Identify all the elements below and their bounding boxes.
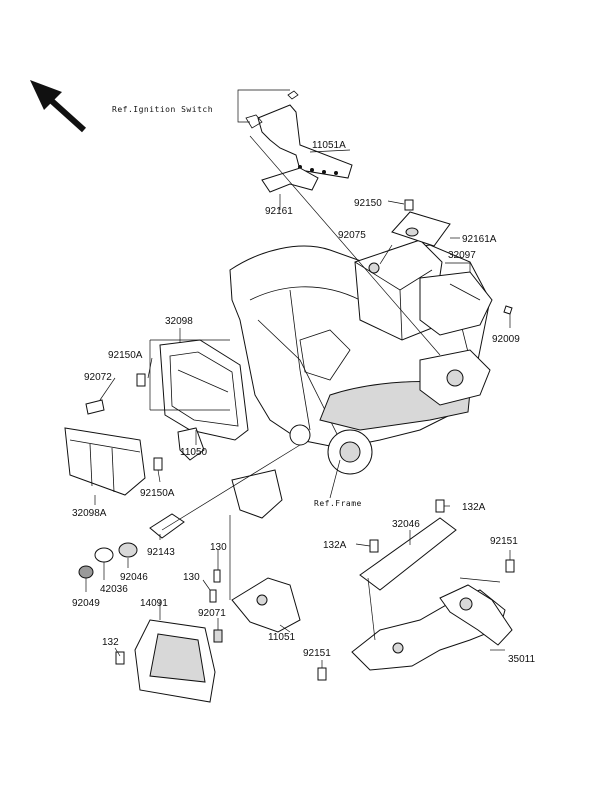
part-label-35011: 35011: [508, 654, 536, 665]
part-label-92150-top: 92150: [354, 198, 382, 209]
part-label-92151-right: 92151: [490, 536, 518, 547]
part-label-132: 132: [102, 637, 119, 648]
clip-92072: [85, 399, 105, 415]
bolt-92150-top: [404, 199, 414, 211]
footrest-bracket-11051: [231, 469, 301, 633]
license-plate-bracket-14091: [134, 619, 216, 703]
part-label-32097: 32097: [448, 250, 476, 261]
sleeve-42036: [94, 547, 114, 563]
collar-92143: [149, 513, 185, 539]
bolt-92150A-bottom: [153, 457, 163, 471]
part-label-132A-left: 132A: [323, 540, 347, 551]
part-label-92072: 92072: [84, 372, 112, 383]
part-label-92143: 92143: [147, 547, 175, 558]
part-label-92150A-bottom: 92150A: [140, 488, 175, 499]
nut-92049: [78, 565, 94, 579]
part-label-130-b: 130: [183, 572, 200, 583]
bracket-plate-92161: [261, 167, 319, 193]
ignition-switch-bracket: [245, 90, 353, 179]
part-label-11051: 11051: [268, 632, 296, 643]
bolt-92151-right: [505, 559, 515, 573]
screw-92009: [503, 305, 513, 315]
bolt-130-a: [213, 569, 221, 583]
front-direction-arrow-icon: [30, 80, 87, 133]
part-label-92071: 92071: [198, 608, 226, 619]
part-label-32098: 32098: [165, 316, 193, 327]
grommet-92075: [368, 262, 380, 274]
plate-92161A: [391, 211, 451, 247]
bracket-11050: [177, 427, 205, 461]
part-label-92151-bottom: 92151: [303, 648, 331, 659]
part-label-130-a: 130: [210, 542, 227, 553]
part-label-32098A: 32098A: [72, 508, 107, 519]
part-label-92075: 92075: [338, 230, 366, 241]
spacer-92046: [118, 542, 138, 558]
part-label-92150A-top: 92150A: [108, 350, 143, 361]
bolt-132A-top: [435, 499, 445, 513]
cover-32098A: [64, 427, 146, 496]
part-label-32046: 32046: [392, 519, 420, 530]
part-number-labels: Ref.Ignition Switch Ref.Frame 11051A 921…: [72, 105, 536, 665]
part-label-92161A: 92161A: [462, 234, 497, 245]
stay-32046: [359, 517, 457, 591]
part-label-132A-top: 132A: [462, 502, 486, 513]
bolt-132: [115, 651, 125, 665]
bolt-130-b: [209, 589, 217, 603]
side-cover-32098: [159, 339, 249, 441]
bolt-132A-left: [369, 539, 379, 553]
part-label-92049: 92049: [72, 598, 100, 609]
part-label-11050: 11050: [180, 447, 208, 458]
part-label-14091: 14091: [140, 598, 168, 609]
part-label-42036: 42036: [100, 584, 128, 595]
leader-lines: [85, 89, 511, 668]
bolt-92151-bottom: [317, 667, 327, 681]
ref-frame-label: Ref.Frame: [314, 499, 362, 508]
part-label-92161: 92161: [265, 206, 293, 217]
bracket-35011: [351, 584, 513, 671]
part-label-11051A: 11051A: [312, 140, 346, 151]
part-label-92046: 92046: [120, 572, 148, 583]
bolt-92150A-top: [136, 373, 146, 387]
part-label-92009: 92009: [492, 334, 520, 345]
ref-ignition-switch-label: Ref.Ignition Switch: [112, 105, 213, 114]
grommet-92071: [213, 629, 223, 643]
